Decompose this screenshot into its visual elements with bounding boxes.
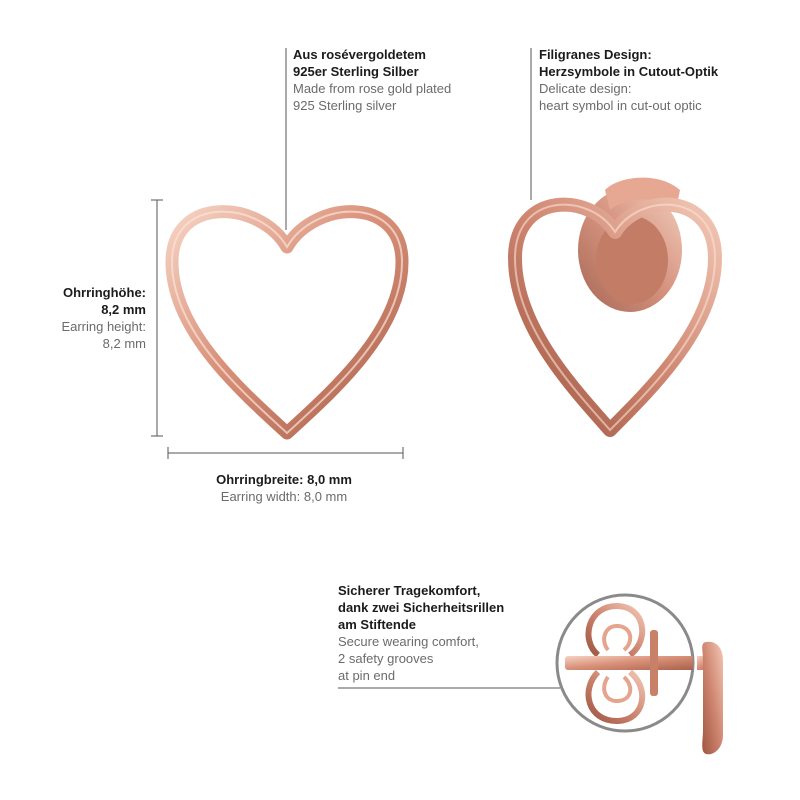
comfort-label: Sicherer Tragekomfort, dank zwei Sicherh… [338, 582, 504, 684]
earring-side-icon [702, 641, 723, 755]
height-en-line-1: Earring height: [61, 319, 146, 334]
material-de-line-1: Aus rosévergoldetem [293, 47, 426, 62]
comfort-de-line-2: dank zwei Sicherheitsrillen [338, 600, 505, 615]
comfort-en-line-1: Secure wearing comfort, [338, 634, 479, 649]
height-en-line-2: 8,2 mm [102, 336, 146, 351]
pin-detail-icon [565, 602, 693, 725]
height-de-line-1: Ohrringhöhe: [62, 285, 146, 300]
material-de-line-2: 925er Sterling Silber [293, 64, 419, 79]
design-de-line-2: Herzsymbole in Cutout-Optik [539, 64, 719, 79]
width-de-line-1: Ohrringbreite: 8,0 mm [216, 472, 352, 487]
height-de-line-2: 8,2 mm [101, 302, 146, 317]
comfort-de-line-3: am Stiftende [338, 617, 417, 632]
material-en-line-2: 925 Sterling silver [293, 98, 397, 113]
heart-front-icon [165, 205, 409, 440]
design-label: Filigranes Design: Herzsymbole in Cutout… [539, 46, 718, 114]
comfort-en-line-2: 2 safety grooves [338, 651, 434, 666]
heart-back-icon [508, 177, 722, 437]
comfort-de-line-1: Sicherer Tragekomfort, [338, 583, 481, 598]
width-en-line-1: Earring width: 8,0 mm [220, 489, 348, 504]
material-label: Aus rosévergoldetem 925er Sterling Silbe… [293, 46, 451, 114]
height-label: Ohrringhöhe: 8,2 mm Earring height: 8,2 … [61, 284, 146, 352]
comfort-en-line-3: at pin end [338, 668, 396, 683]
design-en-line-1: Delicate design: [539, 81, 632, 96]
width-label: Ohrringbreite: 8,0 mm Earring width: 8,0… [184, 471, 384, 505]
design-de-line-1: Filigranes Design: [539, 47, 652, 62]
design-en-line-2: heart symbol in cut-out optic [539, 98, 702, 113]
material-en-line-1: Made from rose gold plated [293, 81, 452, 96]
